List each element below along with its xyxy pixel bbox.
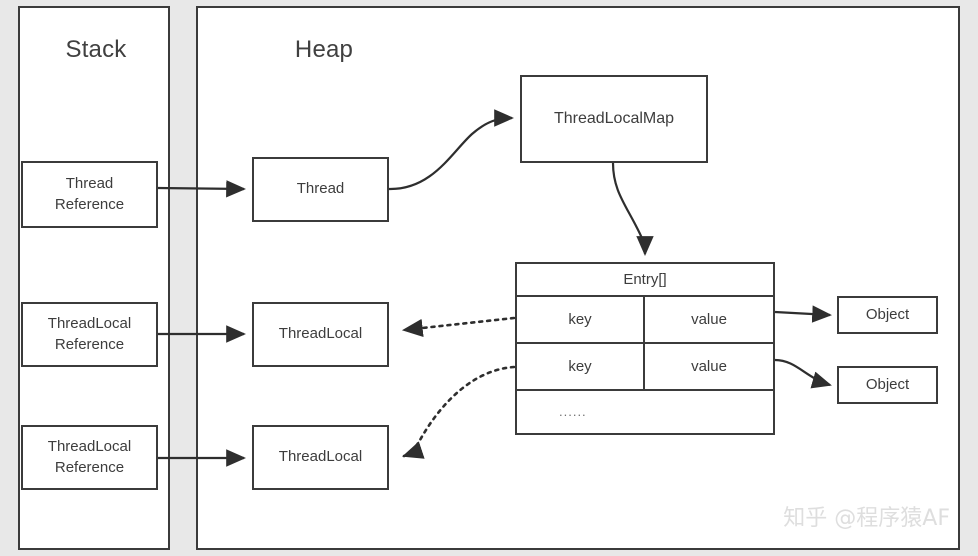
entry-key-cell-1: key (517, 297, 645, 342)
object-box-2: Object (837, 366, 938, 404)
stack-panel-title: Stack (65, 36, 127, 63)
entry-array-table: Entry[] key value key value ...... (515, 262, 775, 435)
threadlocal-reference-2-line1: ThreadLocal (47, 438, 132, 456)
entry-table-ellipsis-label: ...... (559, 404, 587, 419)
entry-key-label-2: key (568, 358, 592, 375)
thread-reference-box: Thread Reference (21, 161, 158, 228)
table-row: key value (517, 297, 773, 344)
threadlocalmap-box-label: ThreadLocalMap (553, 110, 675, 128)
entry-table-header-label: Entry[] (623, 271, 667, 288)
threadlocal-reference-1-line2: Reference (54, 335, 125, 353)
entry-key-label-1: key (568, 311, 592, 328)
object-box-1-label: Object (865, 305, 910, 323)
thread-box: Thread (252, 157, 389, 222)
entry-key-cell-2: key (517, 344, 645, 389)
threadlocal-box-2: ThreadLocal (252, 425, 389, 490)
entry-table-header: Entry[] (517, 264, 773, 297)
entry-value-label-2: value (691, 358, 727, 375)
object-box-2-label: Object (865, 375, 910, 393)
table-row: key value (517, 344, 773, 391)
threadlocal-reference-box-1: ThreadLocal Reference (21, 302, 158, 367)
threadlocal-reference-1-line1: ThreadLocal (47, 315, 132, 333)
thread-box-label: Thread (296, 180, 345, 198)
threadlocal-reference-2-line2: Reference (54, 458, 125, 476)
threadlocal-reference-box-2: ThreadLocal Reference (21, 425, 158, 490)
threadlocalmap-box: ThreadLocalMap (520, 75, 708, 163)
heap-panel-title: Heap (294, 36, 354, 63)
thread-reference-line2: Reference (54, 195, 125, 213)
entry-value-cell-1: value (645, 297, 773, 342)
entry-value-cell-2: value (645, 344, 773, 389)
threadlocal-box-1: ThreadLocal (252, 302, 389, 367)
thread-reference-line1: Thread (65, 175, 114, 193)
threadlocal-box-1-label: ThreadLocal (278, 325, 363, 343)
entry-value-label-1: value (691, 311, 727, 328)
object-box-1: Object (837, 296, 938, 334)
entry-table-ellipsis-row: ...... (517, 391, 773, 432)
watermark: 知乎 @程序猿AF (783, 506, 950, 531)
threadlocal-box-2-label: ThreadLocal (278, 448, 363, 466)
